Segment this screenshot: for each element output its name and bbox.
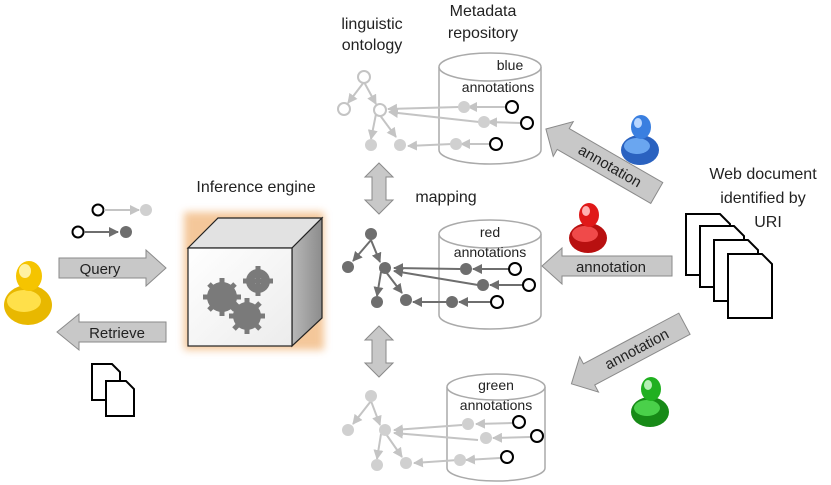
repository-label-line1: Metadata: [450, 3, 517, 20]
retrieved-documents-icon: [91, 363, 135, 417]
retrieve-arrow: Retrieve: [56, 312, 167, 352]
ontology-label-line1: linguistic: [341, 16, 402, 33]
ontology-label-line2: ontology: [342, 37, 403, 54]
green-repo-line1: green: [478, 377, 514, 393]
inference-engine-label: Inference engine: [196, 179, 315, 196]
red-ontology-graph: [352, 239, 523, 307]
annotation-middle-label: annotation: [576, 259, 646, 276]
red-user-icon: [569, 203, 607, 253]
green-graph-nodes: [342, 390, 544, 471]
blue-repo-line1: blue: [497, 57, 524, 73]
query-triple-icon: [71, 203, 152, 239]
red-repository: red annotations: [438, 219, 542, 330]
blue-ontology-graph: [347, 81, 522, 151]
yellow-user-icon: [4, 261, 52, 325]
mapping-arrow-bottom: [363, 325, 395, 378]
red-graph-nodes: [342, 228, 536, 309]
query-label: Query: [80, 261, 121, 278]
green-user-icon: [631, 377, 669, 427]
red-repo-line2: annotations: [454, 244, 526, 260]
retrieve-label: Retrieve: [89, 325, 145, 342]
query-arrow: Query: [58, 248, 167, 288]
blue-user-icon: [621, 115, 659, 165]
webdoc-label-line2: identified by: [720, 190, 805, 207]
webdoc-label-line1: Web document: [709, 166, 817, 183]
annotation-arrow-middle: annotation: [541, 246, 673, 286]
mapping-label: mapping: [415, 189, 476, 206]
blue-repo-line2: annotations: [462, 79, 534, 95]
mapping-arrow-top: [363, 162, 395, 215]
red-repo-line1: red: [480, 224, 500, 240]
annotation-arrow-bottom: annotation: [570, 312, 691, 393]
green-repo-line2: annotations: [460, 397, 532, 413]
repository-label-line2: repository: [448, 25, 518, 42]
web-document-stack-icon: [685, 213, 773, 319]
blue-graph-nodes: [337, 70, 534, 151]
webdoc-label-line3: URI: [754, 214, 782, 231]
gears-icon: [203, 266, 273, 334]
green-ontology-graph: [352, 400, 531, 468]
